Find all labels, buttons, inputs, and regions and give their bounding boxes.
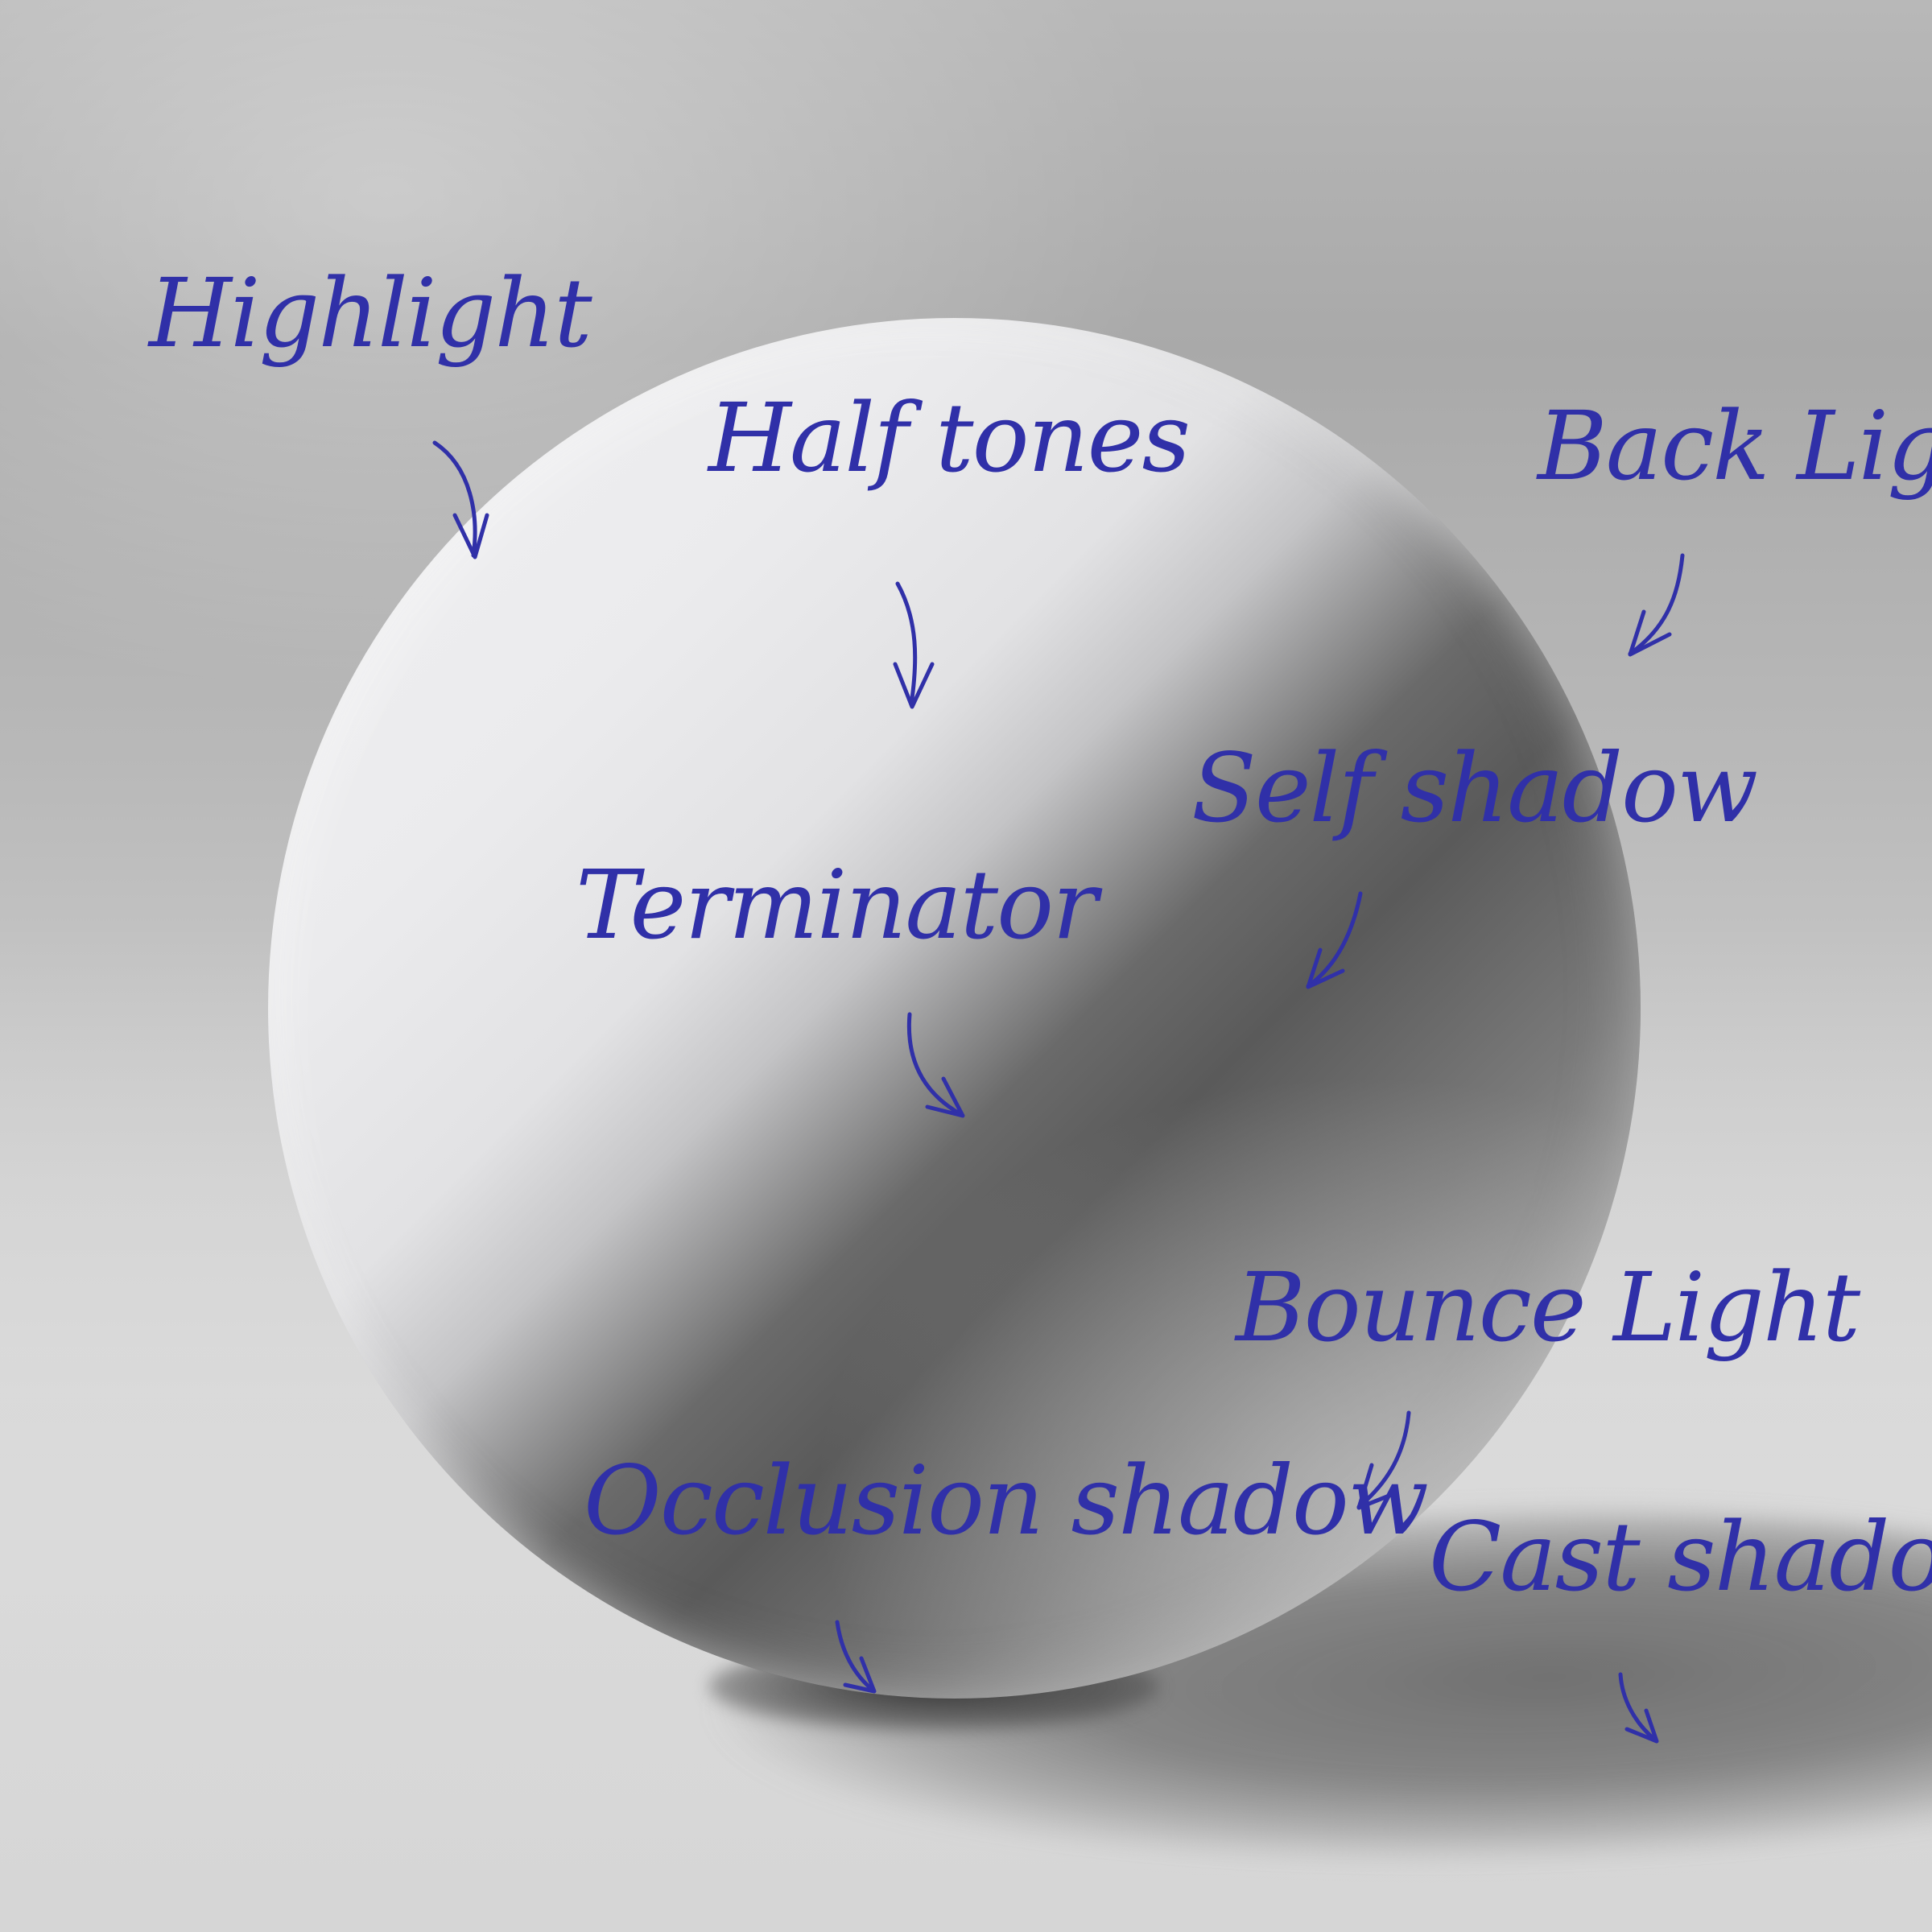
label-highlight: Highlight	[149, 257, 592, 369]
label-bounce-light: Bounce Light	[1236, 1251, 1860, 1363]
label-cast-shadow: Cast shadow	[1429, 1501, 1932, 1612]
label-back-light: Back Light	[1538, 390, 1932, 502]
arrowhead-terminator-icon	[925, 1076, 965, 1118]
arrowhead-cast-shadow-icon	[1624, 1708, 1659, 1744]
arrow-occlusion-shadow-icon	[835, 1620, 876, 1693]
label-occlusion-shadow: Occlusion shadow	[584, 1444, 1429, 1556]
arrow-self-shadow-icon	[1306, 891, 1363, 989]
arrow-terminator-icon	[906, 1012, 964, 1117]
arrowhead-highlight-icon	[452, 513, 489, 559]
arrow-cast-shadow-icon	[1618, 1672, 1658, 1743]
arrowhead-back-light-icon	[1628, 609, 1672, 657]
back-light-rim	[268, 318, 1641, 1699]
arrowhead-half-tones-icon	[893, 662, 935, 709]
sphere	[268, 318, 1641, 1699]
arrow-back-light-icon	[1628, 553, 1685, 656]
arrow-half-tones-icon	[895, 581, 918, 707]
label-terminator: Terminator	[576, 848, 1098, 960]
label-self-shadow: Self shadow	[1191, 732, 1758, 844]
arrowhead-bounce-light-icon	[1356, 1463, 1397, 1510]
label-half-tones: Half tones	[708, 382, 1191, 493]
arrow-highlight-icon	[432, 440, 477, 558]
arrowhead-occlusion-shadow-icon	[843, 1656, 877, 1694]
arrow-bounce-light-icon	[1356, 1410, 1411, 1509]
arrowhead-self-shadow-icon	[1306, 947, 1345, 989]
